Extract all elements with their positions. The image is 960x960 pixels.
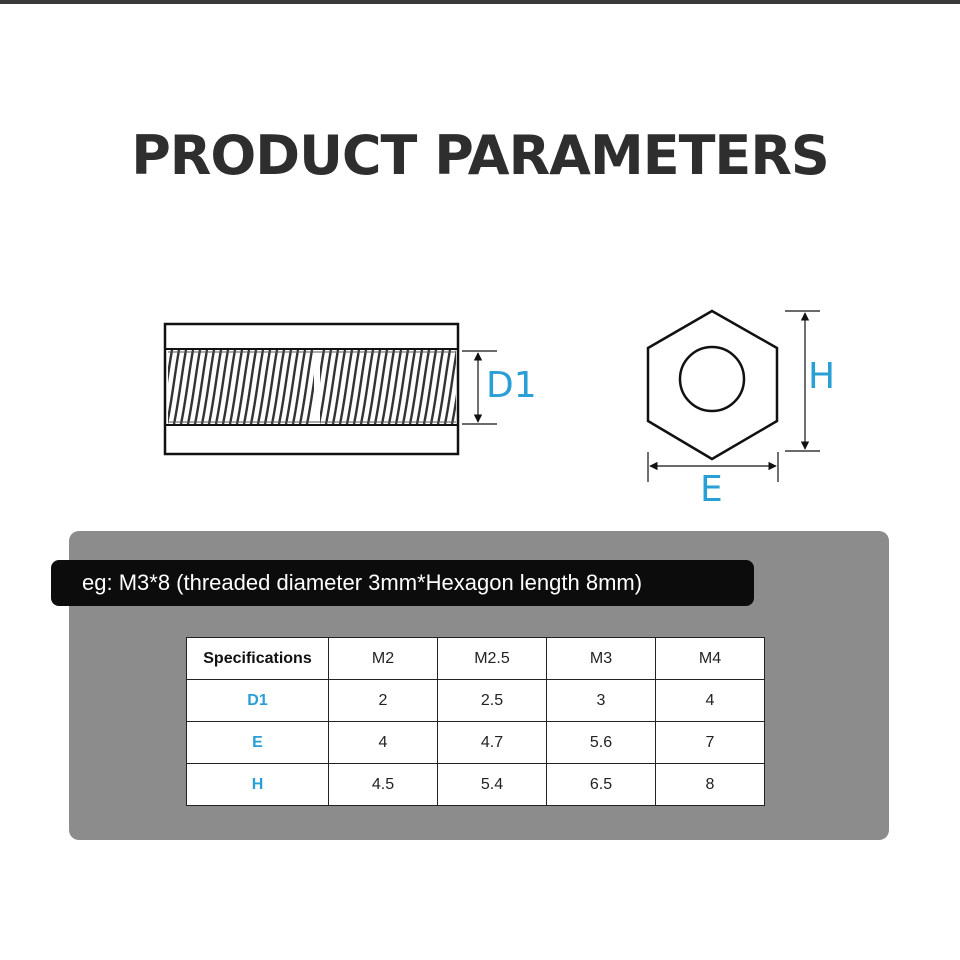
column-header: M3 (546, 637, 656, 680)
thread-line (168, 350, 181, 424)
thread-line (380, 350, 396, 424)
thread-line (172, 350, 188, 424)
table-row-h: H 4.5 5.4 6.5 8 (186, 763, 765, 806)
thread-line (331, 350, 347, 424)
thread-line (345, 350, 361, 424)
table-cell: 4 (328, 721, 438, 764)
thread-line (242, 350, 258, 424)
thread-line (291, 350, 307, 424)
row-header-h: H (186, 763, 329, 806)
thread-line (359, 350, 375, 424)
h-label: H (808, 356, 836, 397)
thread-line (429, 350, 445, 424)
thread-line (373, 350, 389, 424)
table-cell: 7 (655, 721, 765, 764)
thread-line (263, 350, 279, 424)
table-cell: 5.6 (546, 721, 656, 764)
thread-line (408, 350, 424, 424)
table-header-label: Specifications (186, 637, 329, 680)
d1-label: D1 (486, 365, 537, 406)
table-row-d1: D1 2 2.5 3 4 (186, 679, 765, 722)
thread-line (320, 350, 333, 424)
thread-line (277, 350, 293, 424)
table-header-row: Specifications M2 M2.5 M3 M4 (186, 637, 765, 680)
row-header-e: E (186, 721, 329, 764)
hex-end-view-drawing (646, 309, 779, 461)
thread-line (284, 350, 300, 424)
column-header: M4 (655, 637, 765, 680)
column-header: M2.5 (437, 637, 547, 680)
thread-line (436, 350, 452, 424)
side-view-drawing (163, 322, 460, 456)
column-header: M2 (328, 637, 438, 680)
thread-line (338, 350, 354, 424)
thread-line (401, 350, 417, 424)
thread-line (214, 350, 230, 424)
thread-line (193, 350, 209, 424)
thread-line (443, 350, 456, 424)
example-banner: eg: M3*8 (threaded diameter 3mm*Hexagon … (51, 560, 754, 606)
table-cell: 2 (328, 679, 438, 722)
thread-line (305, 373, 314, 424)
spec-table: Specifications M2 M2.5 M3 M4 D1 2 2.5 3 … (186, 637, 765, 806)
thread-line (221, 350, 237, 424)
thread-line (200, 350, 216, 424)
thread-line (270, 350, 286, 424)
thread-line (179, 350, 195, 424)
top-rule (0, 0, 960, 4)
thread-line (366, 350, 382, 424)
thread-line (228, 350, 244, 424)
table-row-e: E 4 4.7 5.6 7 (186, 721, 765, 764)
e-label: E (700, 469, 723, 510)
thread-line (450, 393, 456, 424)
table-cell: 8 (655, 763, 765, 806)
thread-line (394, 350, 410, 424)
table-cell: 6.5 (546, 763, 656, 806)
thread-line (207, 350, 223, 424)
thread-line (324, 350, 340, 424)
thread-line (298, 350, 314, 424)
thread-line (387, 350, 403, 424)
table-cell: 4.5 (328, 763, 438, 806)
thread-line (186, 350, 202, 424)
thread-line (320, 350, 326, 384)
table-cell: 4.7 (437, 721, 547, 764)
thread-line (352, 350, 368, 424)
table-cell: 4 (655, 679, 765, 722)
thread-line (422, 350, 438, 424)
thread-line (415, 350, 431, 424)
thread-line (235, 350, 251, 424)
page-title: PRODUCT PARAMETERS (131, 124, 830, 187)
table-cell: 5.4 (437, 763, 547, 806)
table-cell: 3 (546, 679, 656, 722)
thread-line (256, 350, 272, 424)
thread-line (249, 350, 265, 424)
row-header-d1: D1 (186, 679, 329, 722)
table-cell: 2.5 (437, 679, 547, 722)
thread-line (168, 350, 174, 384)
